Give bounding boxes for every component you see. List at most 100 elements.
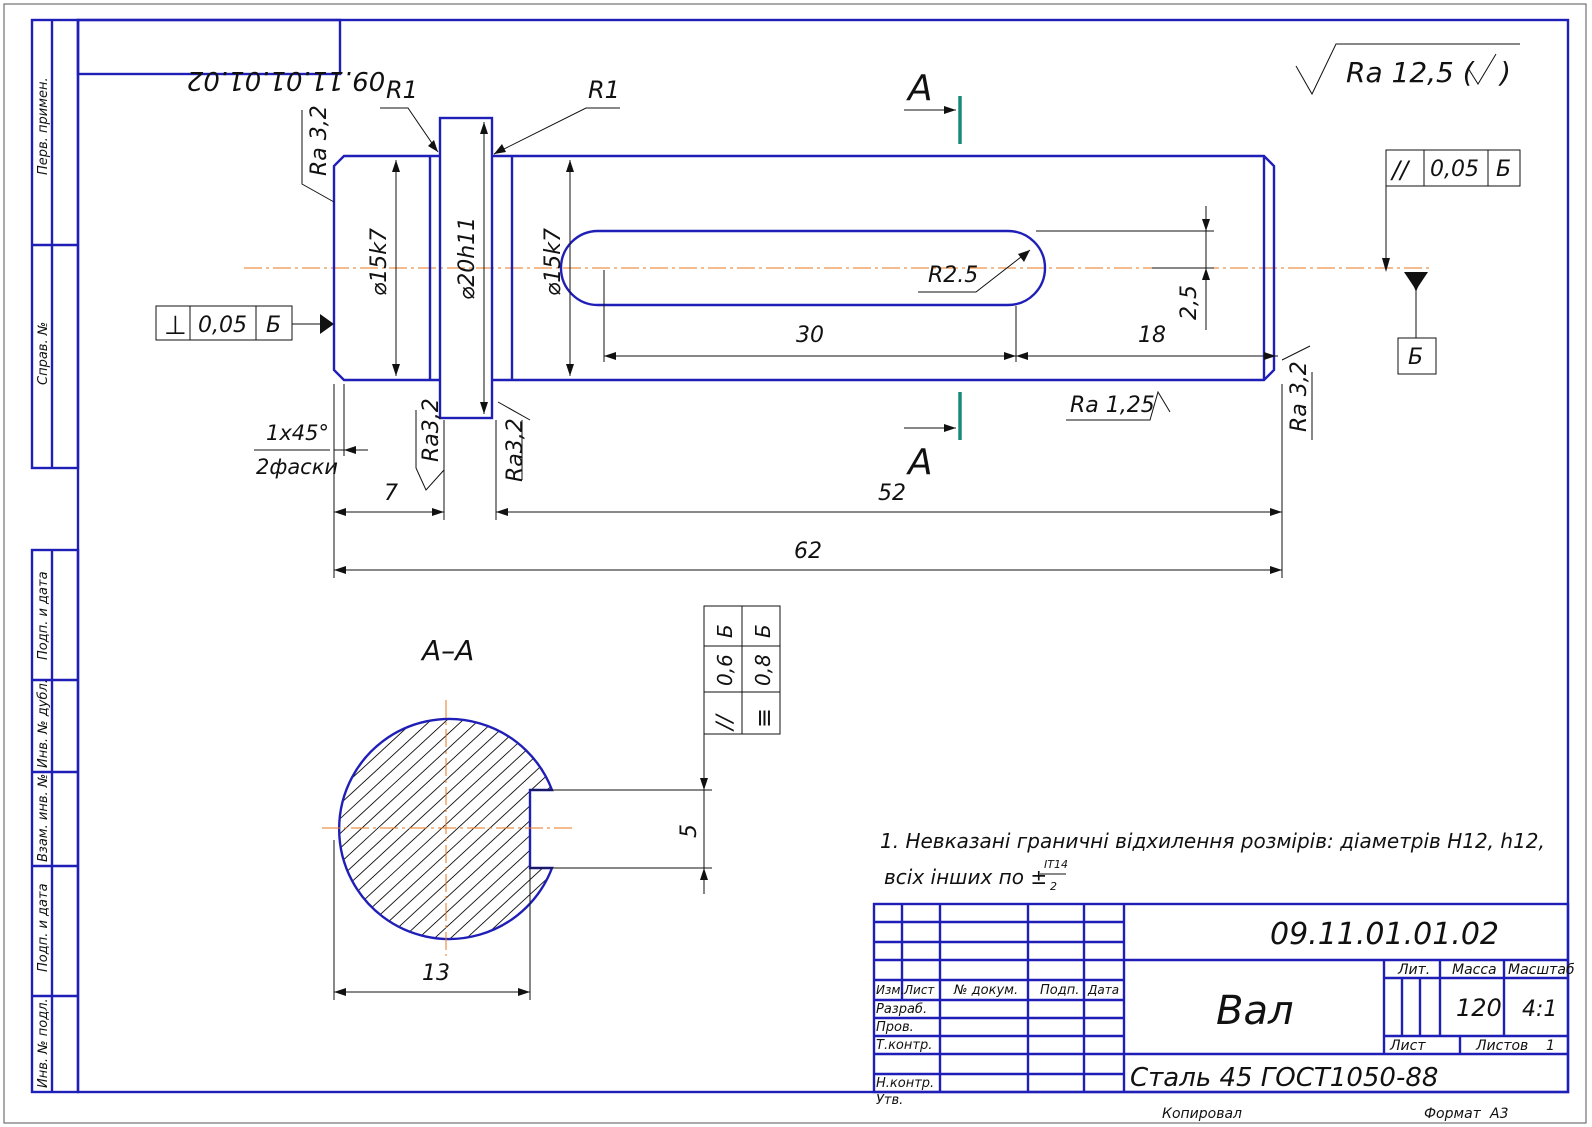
dim-section-width-label: 13 <box>422 961 450 986</box>
general-roughness-tail: ) <box>1498 56 1511 89</box>
dim-length-52: 52 <box>496 481 1282 516</box>
stamp-label-inv: Инв. № подл. <box>36 998 51 1088</box>
tb-role-utv: Утв. <box>876 1093 903 1108</box>
radius-slot-label: R2.5 <box>928 263 978 288</box>
dim-diameter-right-label: ⌀15k7 <box>541 228 566 296</box>
dim-length-18-label: 18 <box>1138 323 1166 348</box>
chamfer-note: 1x45° 2фаски <box>254 384 368 479</box>
tolerance-parallelism: // 0,05 Б <box>1382 149 1521 272</box>
hatch-line <box>339 719 445 940</box>
note-line-1: 1. Невказані граничні відхилення розмірі… <box>880 829 1545 853</box>
note-line-2: всіх інших по ± <box>884 865 1047 889</box>
dim-length-7: 7 <box>334 481 444 516</box>
tb-col-sign: Подп. <box>1040 983 1079 998</box>
tb-number: 09.11.01.01.02 <box>1270 917 1499 952</box>
side-stamp: Перв. примен. Справ. № Подп. и дата Инв.… <box>30 18 80 1094</box>
dim-length-7-label: 7 <box>384 481 398 506</box>
radius-r1-right: R1 <box>493 76 620 155</box>
stamp-label-dubl: Инв. № дубл. <box>36 679 51 768</box>
tb-hdr-mass: Масса <box>1452 962 1497 978</box>
dim-diameter-collar: ⌀20h11 <box>455 122 488 414</box>
tb-scale: 4:1 <box>1522 997 1557 1022</box>
tb-mass: 120 <box>1456 994 1502 1022</box>
tb-col-izm: Изм. <box>876 983 904 997</box>
tb-name: Вал <box>1216 988 1294 1034</box>
dim-length-62: 62 <box>334 539 1282 574</box>
parallel-symbol: // <box>1390 156 1411 184</box>
hatch-line <box>339 719 381 940</box>
hatch-line <box>391 719 552 940</box>
shaft-left-journal <box>332 154 440 382</box>
radius-slot: R2.5 <box>918 249 1031 293</box>
tb-role-razrab: Разраб. <box>876 1002 927 1017</box>
sec-tol-value-2: 0,8 <box>751 654 775 686</box>
mirrored-number-box <box>76 18 342 76</box>
shaft-collar <box>438 116 494 420</box>
dim-length-30-label: 30 <box>796 323 824 348</box>
dim-keyway-depth-label: 2,5 <box>1177 285 1202 320</box>
tolerance-section-frame: Б 0,6 // Б 0,8 ≡ <box>703 605 781 735</box>
dim-diameter-right: ⌀15k7 <box>541 160 574 376</box>
dim-length-30: 30 <box>603 270 1017 362</box>
dim-diameter-collar-label: ⌀20h11 <box>455 217 480 300</box>
dim-diameter-left: ⌀15k7 <box>367 160 400 376</box>
chamfer-label: 1x45° <box>266 421 329 445</box>
general-roughness: Ra 12,5 ( ) <box>1295 43 1520 96</box>
stamp-label-podp2: Подп. и дата <box>36 883 51 972</box>
dim-keyway-depth: 2,5 <box>1036 206 1214 330</box>
tb-hdr-lit: Лит. <box>1397 962 1430 978</box>
section-marker-bottom: A <box>904 392 962 483</box>
general-roughness-label: Ra 12,5 ( <box>1346 56 1475 89</box>
roughness-left-journal: Ra 3,2 <box>301 105 335 203</box>
perp-base: Б <box>266 313 281 338</box>
note-frac-num: IT14 <box>1044 858 1068 871</box>
sec-tol-base-2: Б <box>751 624 775 638</box>
tb-col-list: Лист <box>903 983 935 997</box>
stamp-label-perv: Перв. примен. <box>36 77 51 175</box>
sec-tol-value-1: 0,6 <box>713 654 737 686</box>
dim-length-62-label: 62 <box>794 539 822 564</box>
dim-section-slot-label: 5 <box>677 824 702 838</box>
roughness-right-end: Ra 3,2 <box>1281 345 1313 440</box>
hatch-line <box>471 719 552 940</box>
section-letter-top: A <box>906 68 933 109</box>
roughness-shaft-body-label: Ra 1,25 <box>1070 393 1155 418</box>
hatch-line <box>455 719 552 940</box>
dim-diameter-left-label: ⌀15k7 <box>367 228 392 296</box>
section-letter-bottom: A <box>906 442 933 483</box>
stamp-label-podp1: Подп. и дата <box>36 571 51 660</box>
datum-marker: Б <box>1397 272 1437 375</box>
section-title: А–А <box>420 634 474 667</box>
tb-sheet: Лист <box>1389 1038 1426 1054</box>
format-value: A3 <box>1489 1106 1508 1122</box>
format-label: Формат <box>1424 1106 1482 1122</box>
tb-sheets: Листов <box>1475 1038 1528 1054</box>
title-block: Изм. Лист № докум. Подп. Дата Разраб. Пр… <box>872 902 1575 1108</box>
stamp-label-sprav: Справ. № <box>36 322 51 385</box>
tb-sheets-count: 1 <box>1546 1038 1555 1054</box>
outer-border <box>3 3 1587 1124</box>
shaft-right-body <box>492 154 1276 382</box>
sec-tol-symbol-2: ≡ <box>750 708 778 728</box>
tb-col-doc: № докум. <box>953 983 1018 998</box>
tb-role-tkontr: Т.контр. <box>876 1038 932 1053</box>
hatch-line <box>339 719 461 940</box>
radius-r1-right-label: R1 <box>588 76 620 104</box>
tb-material: Сталь 45 ГОСТ1050-88 <box>1130 1063 1438 1093</box>
mirrored-number: 09.11.01.01.02 <box>187 65 385 95</box>
sec-tol-base-1: Б <box>713 624 737 638</box>
hatch-line <box>339 719 349 940</box>
tb-col-date: Дата <box>1087 983 1119 997</box>
stamp-label-vzam: Взам. инв. № <box>36 774 51 862</box>
tolerance-perpendicularity: ⊥ 0,05 Б <box>155 305 334 341</box>
dim-length-52-label: 52 <box>878 481 906 506</box>
roughness-collar-left: Ra3,2 <box>415 398 445 491</box>
hatch-line <box>72 708 332 948</box>
technical-notes: 1. Невказані граничні відхилення розмірі… <box>880 829 1545 893</box>
copied-label: Копировал <box>1162 1106 1242 1122</box>
chamfer-count-label: 2фаски <box>256 455 338 479</box>
hatch-line <box>439 719 552 940</box>
dim-section-slot: 5 <box>530 606 712 894</box>
dim-length-18: 18 <box>1016 323 1278 360</box>
